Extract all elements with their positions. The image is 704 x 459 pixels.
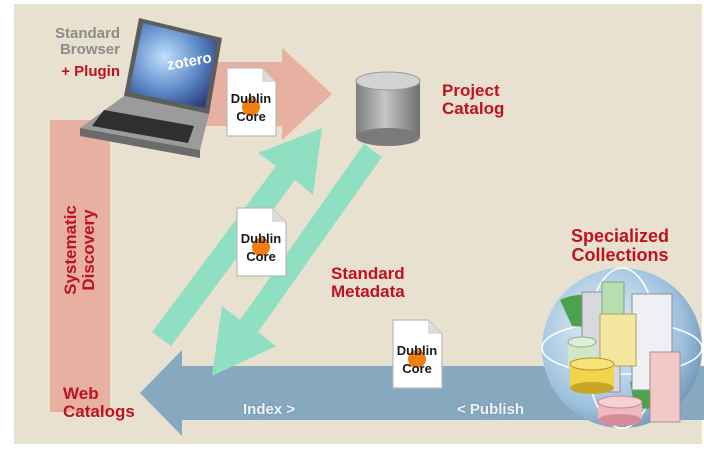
dublin-core-line1: Dublin bbox=[241, 231, 281, 246]
laptop: zotero bbox=[80, 18, 222, 158]
project-catalog-line1: Project bbox=[442, 81, 500, 100]
specialized-line2: Collections bbox=[571, 244, 669, 265]
index-label: Index > bbox=[243, 401, 296, 418]
standard-metadata-label: Standard Metadata bbox=[331, 265, 405, 301]
browser-line1: Standard bbox=[54, 25, 120, 42]
dublin-core-doc-top: Dublin Core bbox=[226, 67, 277, 137]
dublin-core-line1: Dublin bbox=[231, 91, 271, 106]
systematic-discovery-bar bbox=[50, 120, 110, 412]
project-catalog-line2: Catalog bbox=[442, 98, 505, 118]
dublin-core-line2: Core bbox=[236, 109, 266, 124]
web-catalogs-line1: Web bbox=[63, 384, 99, 403]
web-catalogs-label: Web Catalogs bbox=[63, 385, 135, 421]
teal-down-arrow bbox=[212, 144, 382, 376]
plugin-label: + Plugin bbox=[61, 63, 120, 80]
web-catalogs-line2: Catalogs bbox=[63, 401, 135, 421]
project-catalog-label: Project Catalog bbox=[442, 82, 504, 118]
specialized-line1: Specialized bbox=[570, 226, 670, 246]
dublin-core-line1: Dublin bbox=[397, 343, 437, 358]
standard-browser-label: Standard Browser bbox=[42, 26, 120, 58]
standard-metadata-line2: Metadata bbox=[331, 281, 405, 301]
dublin-core-doc-middle: Dublin Core bbox=[236, 207, 287, 277]
dublin-core-line2: Core bbox=[402, 361, 432, 376]
publish-label: < Publish bbox=[457, 401, 525, 418]
dublin-core-doc-bottom: Dublin Core bbox=[392, 319, 443, 389]
systematic-discovery-line2: Discovery bbox=[79, 209, 98, 291]
browser-line2: Browser bbox=[59, 40, 120, 58]
systematic-discovery-line1: Systematic bbox=[61, 205, 81, 295]
systematic-discovery-label: Systematic Discovery bbox=[61, 205, 98, 295]
specialized-collections-label: Specialized Collections bbox=[566, 227, 674, 265]
dublin-core-line2: Core bbox=[246, 249, 276, 264]
standard-metadata-line1: Standard bbox=[331, 264, 405, 283]
specialized-collections-globe bbox=[541, 267, 703, 429]
project-catalog-cylinder bbox=[355, 71, 421, 146]
